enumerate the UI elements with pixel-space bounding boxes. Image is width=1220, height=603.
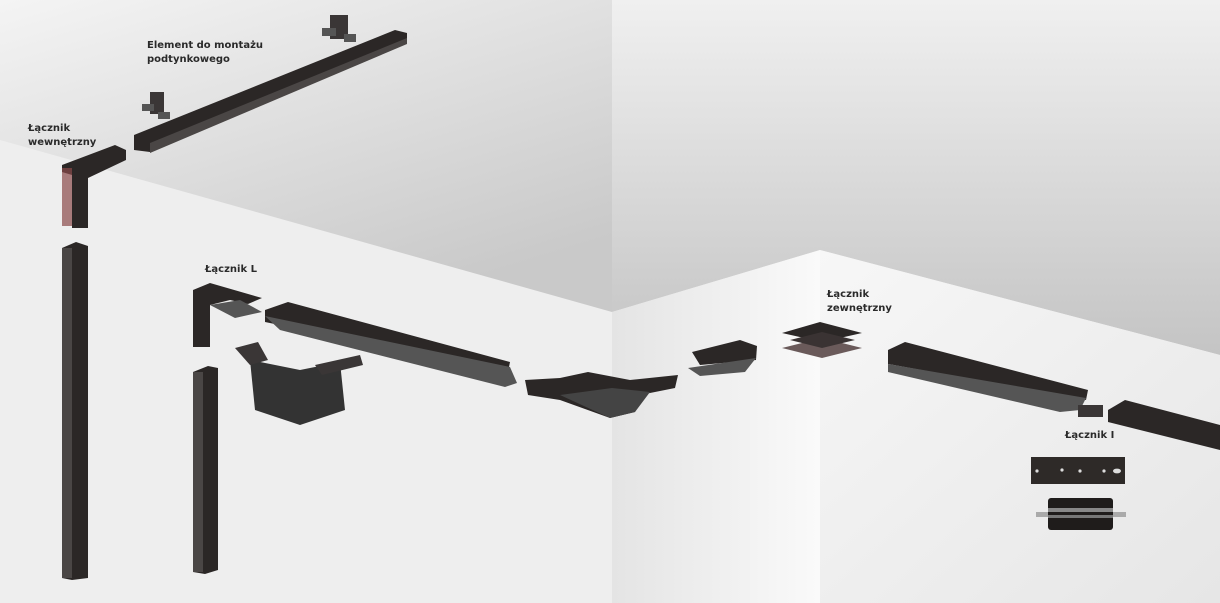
label-line: wewnętrzny <box>28 137 97 148</box>
wall-profile-left <box>265 302 517 387</box>
i-connector-plate <box>1031 457 1125 484</box>
right-wall-profile-2 <box>1108 400 1220 450</box>
mounting-bracket-1 <box>322 15 356 42</box>
inner-connector-label: Łącznik wewnętrzny <box>28 122 96 150</box>
ceiling-left <box>0 0 612 312</box>
middle-wall <box>612 250 820 603</box>
middle-corner-connector <box>525 372 678 418</box>
l-connector <box>193 283 262 347</box>
label-line: Łącznik <box>827 289 870 300</box>
outer-connector <box>782 322 862 358</box>
corner-connector-piece <box>235 342 363 425</box>
inner-connector <box>62 145 126 228</box>
ceiling-right <box>612 0 1220 355</box>
surface-mount-element-label: Element do montażu podtynkowego <box>147 39 263 67</box>
ceiling-profile <box>134 30 407 153</box>
middle-wall-profile <box>688 340 757 376</box>
label-line: podtynkowego <box>147 54 230 65</box>
label-line: zewnętrzny <box>827 303 892 314</box>
l-vertical-profile <box>193 366 218 574</box>
mounting-bracket-2 <box>142 92 170 119</box>
left-vertical-profile <box>62 242 88 580</box>
label-line: Element do montażu <box>147 40 264 51</box>
i-connector-label: Łącznik I <box>1065 430 1115 441</box>
i-connector-body <box>1036 498 1126 530</box>
i-connector-joint <box>1078 405 1103 417</box>
right-wall-profile-1 <box>888 342 1088 412</box>
l-connector-label: Łącznik L <box>205 264 257 275</box>
outer-connector-label: Łącznik zewnętrzny <box>827 288 892 316</box>
label-line: Łącznik <box>28 123 71 134</box>
